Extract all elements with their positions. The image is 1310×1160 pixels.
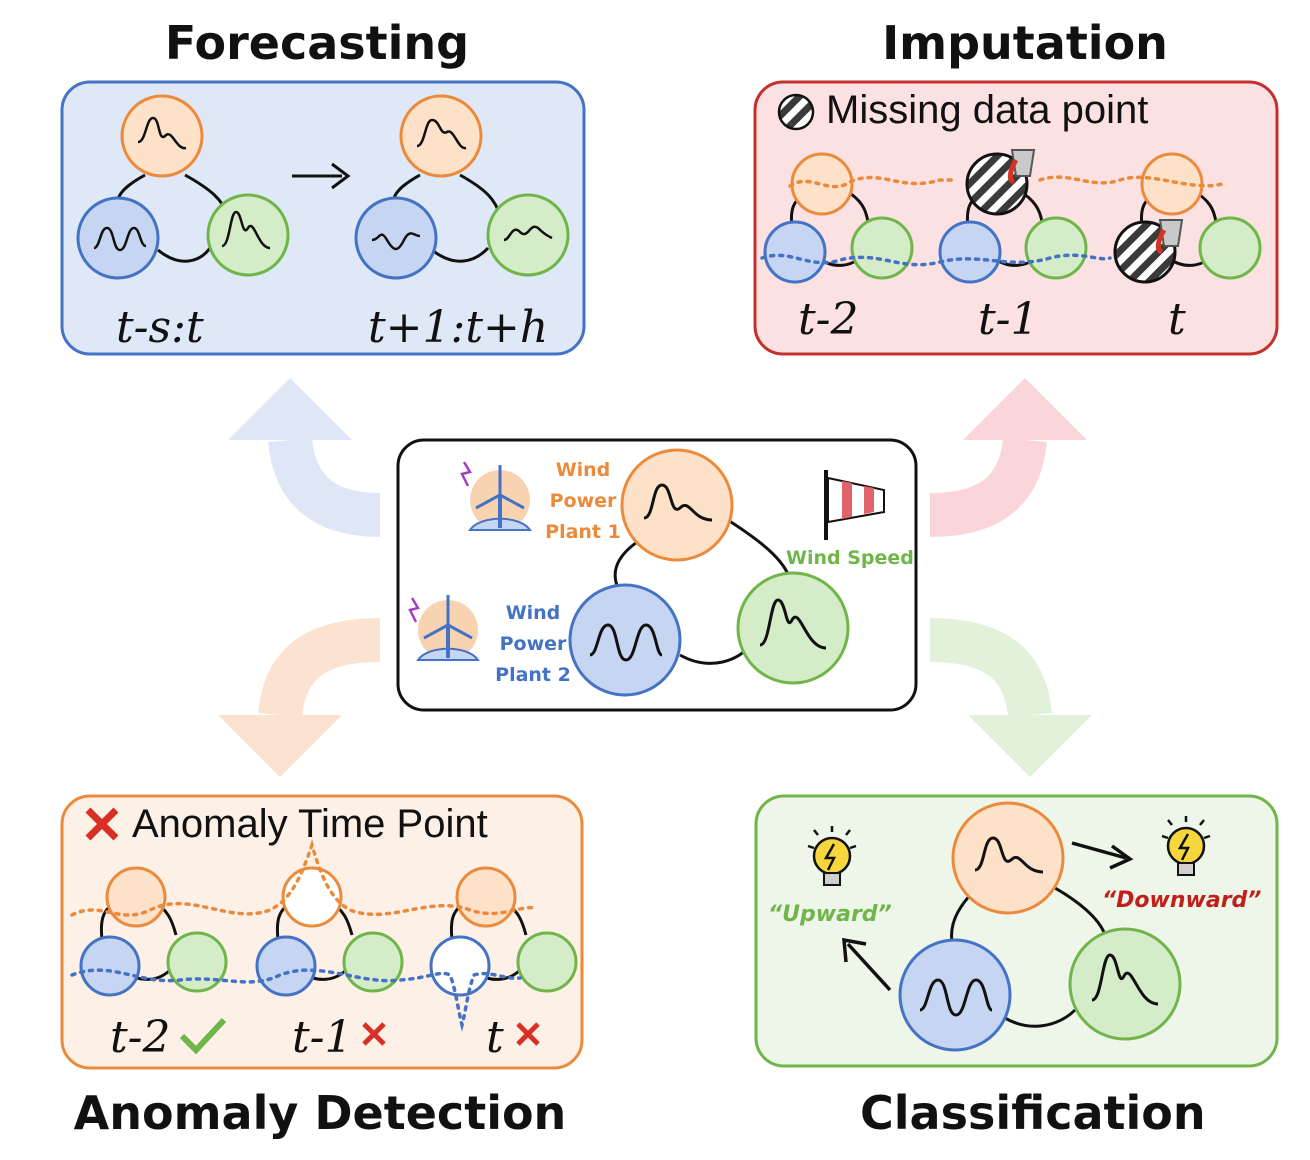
- anomaly-label-t2: t-2: [110, 1012, 171, 1063]
- anomaly-blue-series: [70, 968, 522, 1032]
- plant1-line-1: Wind: [555, 459, 611, 481]
- imputation-legend: Missing data point: [826, 88, 1149, 132]
- imputation-orange-series: [788, 175, 1224, 189]
- anomaly-legend: Anomaly Time Point: [132, 802, 488, 846]
- arrow-to-imputation: [929, 378, 1087, 537]
- upward-label: “Upward”: [768, 902, 892, 927]
- forecast-label-past: t-s:t: [116, 302, 204, 353]
- light-bulb-icon: [807, 826, 857, 886]
- imputation-panel: [753, 80, 1279, 356]
- title-classification: Classification: [860, 1086, 1206, 1140]
- plant1-line-2: Power: [549, 490, 617, 512]
- red-x-icon: [362, 1022, 386, 1046]
- anomaly-graph-t2: [79, 866, 228, 997]
- plant2-line-2: Power: [499, 633, 567, 655]
- anomaly-label-t1: t-1: [292, 1012, 353, 1063]
- forecast-future-graph: [354, 94, 570, 280]
- arrow-to-classification: [929, 618, 1092, 777]
- plant2-label: Wind Power Plant 2: [490, 598, 576, 691]
- imputation-graph-t2: [763, 152, 914, 284]
- anomaly-panel: [60, 794, 584, 1070]
- plant2-line-1: Wind: [505, 602, 561, 624]
- wind-speed-label: Wind Speed: [786, 547, 914, 569]
- title-imputation: Imputation: [882, 16, 1168, 70]
- arrow-up-left-icon: [842, 937, 892, 992]
- forecast-past-graph: [76, 94, 290, 280]
- anomaly-graph-t1: [255, 866, 404, 997]
- windsock-icon: [824, 470, 885, 540]
- wind-turbine-icon: [408, 595, 480, 661]
- red-x-icon: [85, 807, 119, 841]
- arrow-right-icon: [292, 162, 351, 190]
- center-graph: [568, 448, 850, 697]
- forecast-label-future: t+1:t+h: [368, 302, 549, 353]
- arrow-down-right-icon: [1071, 841, 1134, 870]
- downward-label: “Downward”: [1102, 888, 1262, 913]
- arrow-to-forecasting: [228, 378, 381, 537]
- title-forecasting: Forecasting: [164, 16, 470, 70]
- imputation-blue-series: [760, 253, 1112, 267]
- light-bulb-icon: [1161, 816, 1211, 876]
- striped-ball-icon: [777, 93, 815, 131]
- classification-graph: [898, 801, 1182, 1052]
- anomaly-orange-series: [70, 839, 537, 917]
- red-x-icon: [516, 1022, 540, 1046]
- arrow-to-anomaly: [218, 618, 381, 777]
- imputation-label-t2: t-2: [798, 294, 859, 345]
- paint-bucket-icon: [1007, 149, 1036, 185]
- anomaly-label-t: t: [486, 1012, 504, 1063]
- wind-turbine-icon: [460, 461, 532, 531]
- plant1-line-3: Plant 1: [545, 521, 621, 543]
- plant2-line-3: Plant 2: [495, 664, 571, 686]
- title-anomaly-detection: Anomaly Detection: [73, 1086, 567, 1140]
- paint-bucket-icon: [1155, 219, 1184, 255]
- imputation-label-t: t: [1168, 294, 1186, 345]
- anomaly-graph-t: [429, 866, 578, 997]
- plant1-label: Wind Power Plant 1: [540, 455, 626, 548]
- imputation-label-t1: t-1: [978, 294, 1039, 345]
- check-icon: [179, 1017, 227, 1055]
